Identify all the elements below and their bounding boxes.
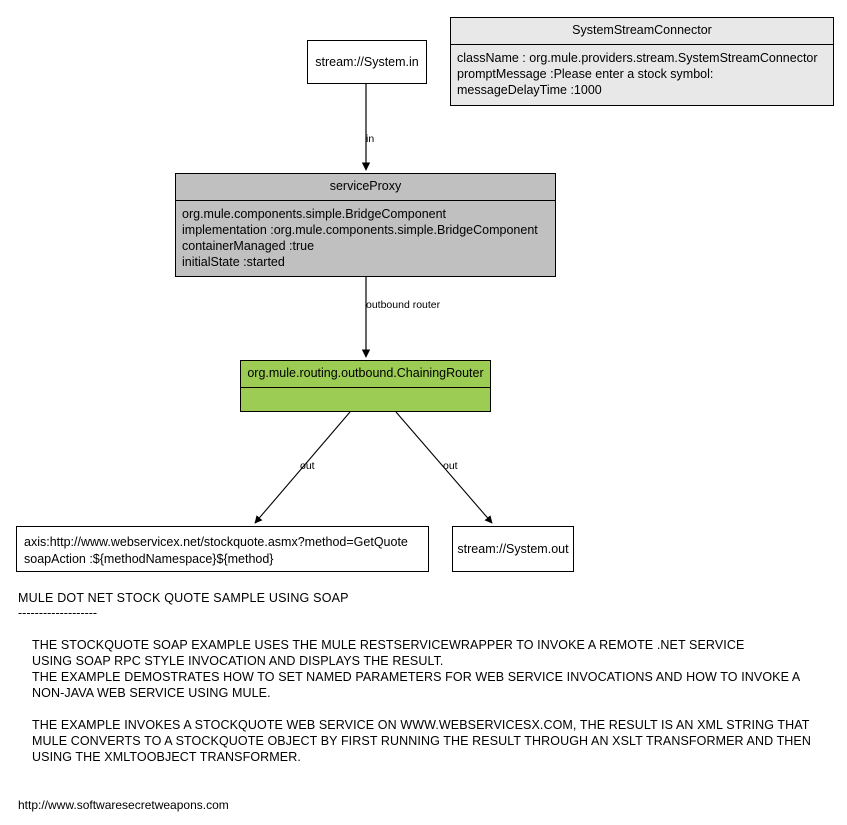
chaining-router-attributes bbox=[241, 388, 490, 416]
system-stream-connector-attributes: className : org.mule.providers.stream.Sy… bbox=[451, 45, 833, 104]
axis-endpoint-url: axis:http://www.webservicex.net/stockquo… bbox=[24, 535, 408, 549]
node-system-in[interactable]: stream://System.in bbox=[307, 40, 427, 84]
attribute-implementation: implementation :org.mule.components.simp… bbox=[182, 222, 538, 237]
description-p2-line1: THE EXAMPLE INVOKES A STOCKQUOTE WEB SER… bbox=[32, 718, 810, 732]
attribute-initialstate: initialState :started bbox=[182, 254, 285, 269]
node-axis-endpoint[interactable]: axis:http://www.webservicex.net/stockquo… bbox=[16, 526, 429, 572]
description-p1-line1: THE STOCKQUOTE SOAP EXAMPLE USES THE MUL… bbox=[32, 638, 745, 652]
edge-label-in: in bbox=[366, 133, 375, 145]
chaining-router-title: org.mule.routing.outbound.ChainingRouter bbox=[241, 361, 490, 388]
edge-label-out-axis: out bbox=[300, 460, 315, 472]
attribute-messagedelaytime: messageDelayTime :1000 bbox=[457, 82, 602, 97]
system-stream-connector-title: SystemStreamConnector bbox=[451, 18, 833, 45]
description-p1-line3: THE EXAMPLE DEMOSTRATES HOW TO SET NAMED… bbox=[32, 670, 801, 684]
footer-url[interactable]: http://www.softwaresecretweapons.com bbox=[18, 798, 229, 812]
node-chaining-router[interactable]: org.mule.routing.outbound.ChainingRouter bbox=[240, 360, 491, 412]
attribute-containermanaged: containerManaged :true bbox=[182, 238, 315, 253]
edge-label-out-systemout: out bbox=[443, 460, 458, 472]
attribute-component-class: org.mule.components.simple.BridgeCompone… bbox=[182, 206, 447, 221]
attribute-classname: className : org.mule.providers.stream.Sy… bbox=[457, 50, 818, 65]
description-p2-line2: MULE CONVERTS TO A STOCKQUOTE OBJECT BY … bbox=[32, 734, 812, 748]
node-service-proxy[interactable]: serviceProxy org.mule.components.simple.… bbox=[175, 173, 556, 277]
edge-label-outbound-router: outbound router bbox=[366, 299, 441, 311]
system-out-label: stream://System.out bbox=[457, 542, 569, 556]
system-in-label: stream://System.in bbox=[315, 55, 419, 69]
axis-endpoint-soapaction: soapAction :${methodNamespace}${method} bbox=[24, 552, 274, 566]
node-system-stream-connector[interactable]: SystemStreamConnector className : org.mu… bbox=[450, 17, 834, 106]
service-proxy-attributes: org.mule.components.simple.BridgeCompone… bbox=[176, 201, 555, 276]
service-proxy-title: serviceProxy bbox=[176, 174, 555, 201]
description-p2-line3: USING THE XMLTOOBJECT TRANSFORMER. bbox=[32, 750, 301, 764]
description-p1-line2: USING SOAP RPC STYLE INVOCATION AND DISP… bbox=[32, 654, 444, 668]
description-p1-line4: NON-JAVA WEB SERVICE USING MULE. bbox=[32, 686, 271, 700]
description-heading: MULE DOT NET STOCK QUOTE SAMPLE USING SO… bbox=[18, 591, 349, 605]
attribute-promptmessage: promptMessage :Please enter a stock symb… bbox=[457, 66, 714, 81]
node-system-out[interactable]: stream://System.out bbox=[452, 526, 574, 572]
description-rule: ------------------- bbox=[18, 606, 98, 620]
